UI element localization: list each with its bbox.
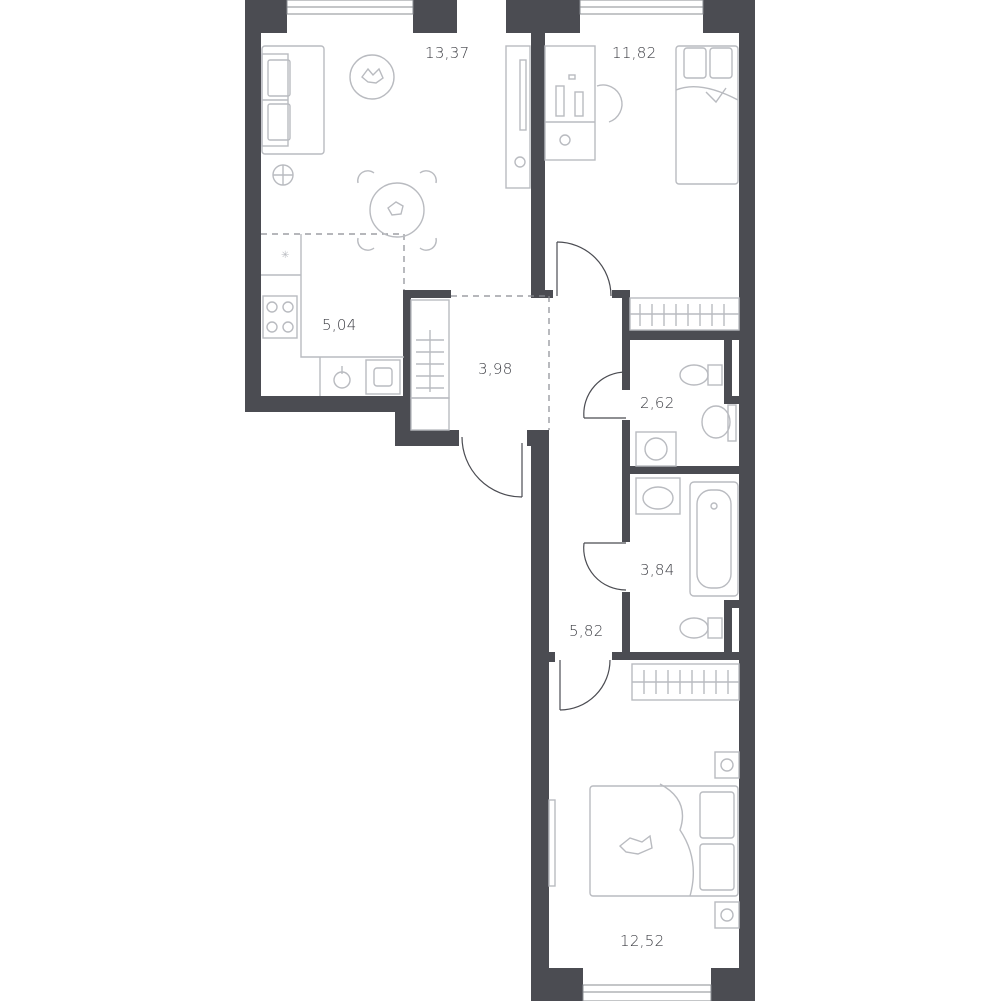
area-label-bathroom-small: 2,62 [640, 394, 675, 412]
area-label-kitchen: 5,04 [322, 316, 357, 334]
area-label-living: 13,37 [425, 44, 470, 62]
area-label-bedroom-top: 11,82 [612, 44, 657, 62]
zone-divider-lines [261, 233, 550, 430]
bathroom-large-fixtures [635, 477, 739, 639]
bathroom-small-fixtures [635, 364, 737, 467]
doors [461, 241, 627, 711]
svg-text:✳: ✳ [281, 250, 289, 261]
area-label-corridor: 5,82 [569, 622, 604, 640]
windows [286, 0, 712, 1001]
bedroom-bottom-furniture [548, 663, 740, 929]
area-label-bathroom-large: 3,84 [640, 561, 675, 579]
area-label-hall-entry: 3,98 [478, 360, 513, 378]
kitchen-furniture: ✳ [261, 234, 404, 396]
area-label-bedroom-bottom: 12,52 [620, 932, 665, 950]
bedroom-top-furniture [544, 45, 740, 331]
living-furniture [261, 45, 531, 251]
hall-wardrobe [410, 299, 450, 431]
walls [245, 0, 755, 1001]
